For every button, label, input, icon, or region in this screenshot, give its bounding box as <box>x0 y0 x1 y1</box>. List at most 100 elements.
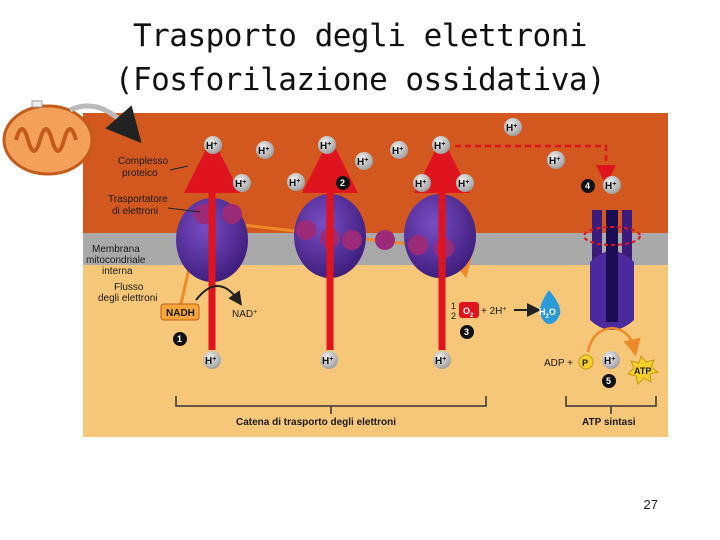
proton-ion: H+ <box>602 351 620 369</box>
proton-plus: + <box>441 141 445 148</box>
proton-h: H <box>458 179 465 190</box>
proton-h: H <box>205 356 212 367</box>
label-carrier-line2: di elettroni <box>112 206 158 217</box>
proton-ion-label: H+ <box>357 157 368 169</box>
page-title-line1: Trasporto degli elettroni <box>132 18 588 54</box>
proton-return-path <box>455 144 616 185</box>
proton-plus: + <box>611 356 615 363</box>
proton-plus: + <box>329 356 333 363</box>
chain-caption: Catena di trasporto degli elettroni <box>236 417 396 428</box>
proton-plus: + <box>442 356 446 363</box>
two-h-plus: + <box>502 306 506 313</box>
proton-ions-intermembrane: H+ H+ H+ H+ H+ H+ H+ H+ H+ H+ H+ H+ H+ <box>204 118 621 194</box>
atp-synthase <box>583 210 641 330</box>
h2o-o: O <box>549 307 556 317</box>
label-flow-line2: degli elettroni <box>98 293 157 304</box>
proton-h: H <box>320 141 327 152</box>
proton-ion-label: H+ <box>320 141 331 153</box>
matrix-space <box>83 265 668 437</box>
proton-plus: + <box>212 356 216 363</box>
zoom-arrow-icon <box>68 103 142 144</box>
mobile-carrier <box>375 230 395 250</box>
proton-ion: H+ <box>432 136 450 154</box>
atp-star-icon <box>627 354 660 385</box>
proton-plus: + <box>399 146 403 153</box>
proton-h: H <box>258 146 265 157</box>
proton-ion: H+ <box>203 351 221 369</box>
proton-h: H <box>392 146 399 157</box>
proton-ion-label: H+ <box>415 179 426 191</box>
phosphate-label: P <box>582 358 588 368</box>
proton-ion-label: H+ <box>435 356 446 368</box>
water-drop-icon <box>539 290 561 324</box>
synthase-caption: ATP sintasi <box>582 417 636 428</box>
proton-ion-label: H+ <box>322 356 333 368</box>
step-marker-4: 4 <box>581 179 595 193</box>
proton-ion: H+ <box>233 174 251 192</box>
label-flow: Flusso degli elettroni <box>98 282 157 304</box>
phosphate-icon <box>578 354 594 370</box>
nadh-label: NADH <box>166 308 195 319</box>
atp-flow-arrow <box>586 326 641 357</box>
atp-label: ATP <box>634 366 651 376</box>
proton-plus: + <box>213 141 217 148</box>
proton-h: H <box>549 156 556 167</box>
label-carrier: Trasportatore di elettroni <box>108 194 170 217</box>
label-complex-line1: Complesso <box>118 156 168 167</box>
step-marker-2: 2 <box>336 176 350 190</box>
nad-text: NAD <box>232 309 253 320</box>
o2-half-den: 2 <box>451 311 456 321</box>
label-flow-line1: Flusso <box>114 282 144 293</box>
proton-plus: + <box>265 146 269 153</box>
step-number: 2 <box>340 178 345 188</box>
h2o-text: H <box>539 307 546 317</box>
proton-ion-label: H+ <box>289 178 300 190</box>
label-membrane: Membrana mitocondriale interna <box>86 244 148 277</box>
proton-ion-label: H+ <box>605 181 616 193</box>
proton-h: H <box>435 356 442 367</box>
proton-h: H <box>415 179 422 190</box>
proton-plus: + <box>422 179 426 186</box>
proton-h: H <box>322 356 329 367</box>
proton-ion: H+ <box>318 136 336 154</box>
proton-ion: H+ <box>287 173 305 191</box>
label-complex-line2: proteico <box>122 168 158 179</box>
proton-plus: + <box>242 179 246 186</box>
proton-ion: H+ <box>547 151 565 169</box>
h2o-label: H2O <box>539 307 556 320</box>
step-number: 1 <box>177 334 182 344</box>
proton-h: H <box>289 178 296 189</box>
proton-ion: H+ <box>390 141 408 159</box>
proton-ion-label: H+ <box>458 179 469 191</box>
proton-plus: + <box>296 178 300 185</box>
synthase-bracket <box>565 396 657 414</box>
o2-badge <box>459 302 479 318</box>
proton-ion-label: H+ <box>434 141 445 153</box>
intermembrane-space <box>83 113 668 233</box>
proton-ion: H+ <box>256 141 274 159</box>
proton-h: H <box>604 356 611 367</box>
nadh-badge <box>160 303 200 321</box>
proton-plus: + <box>556 156 560 163</box>
chain-bracket <box>175 396 487 414</box>
proton-ion-label: H+ <box>206 141 217 153</box>
proton-ion-label: H+ <box>258 146 269 158</box>
proton-ions-matrix: H+ H+ H+ H+ <box>203 351 620 369</box>
proton-ion: H+ <box>504 118 522 136</box>
proton-plus: + <box>465 179 469 186</box>
step-marker-1: 1 <box>173 332 187 346</box>
proton-h: H <box>206 141 213 152</box>
proton-ion: H+ <box>603 176 621 194</box>
proton-h: H <box>506 123 513 134</box>
proton-h: H <box>235 179 242 190</box>
two-h-text: + 2H <box>481 306 502 317</box>
proton-h: H <box>357 157 364 168</box>
h2o-sub: 2 <box>546 314 550 320</box>
label-complex: Complesso proteico <box>118 156 171 179</box>
proton-ion: H+ <box>355 152 373 170</box>
proton-ion-label: H+ <box>506 123 517 135</box>
proton-plus: + <box>612 181 616 188</box>
leader-carrier <box>167 207 201 213</box>
page-number: 27 <box>643 497 658 512</box>
proton-ion: H+ <box>204 136 222 154</box>
